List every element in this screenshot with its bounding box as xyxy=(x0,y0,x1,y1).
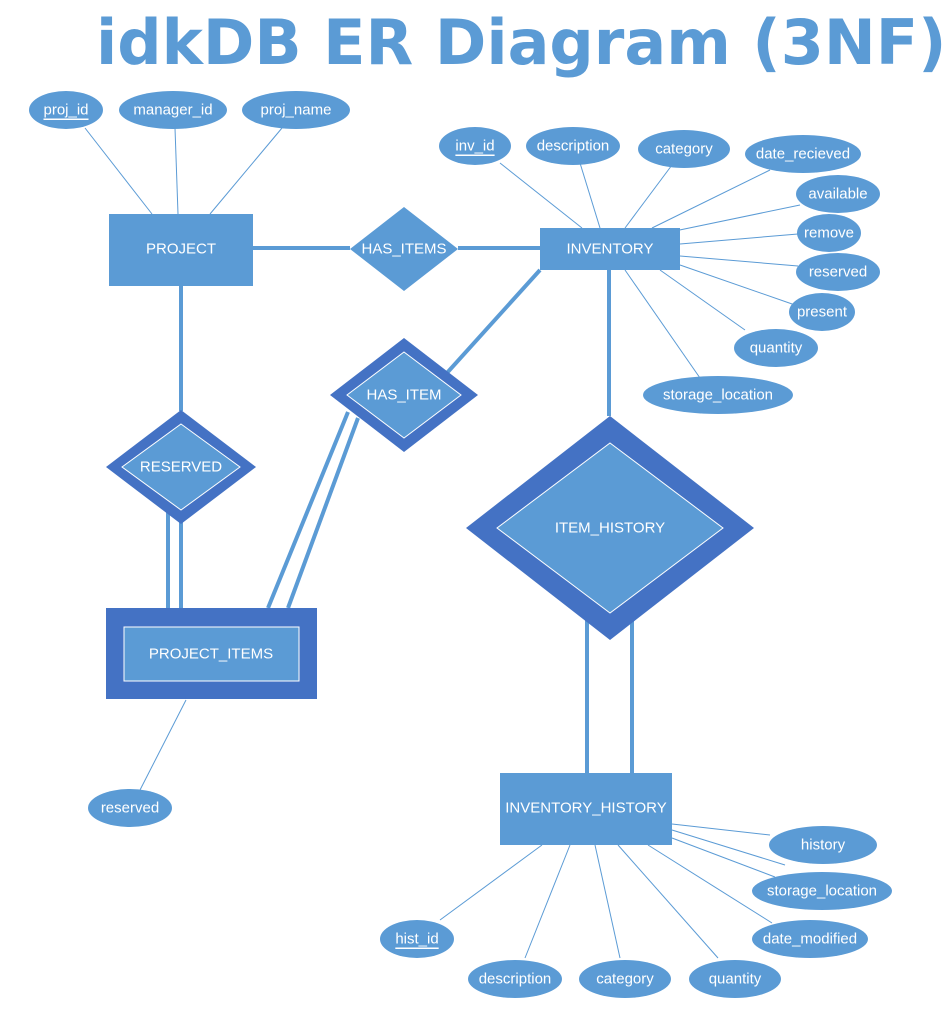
attribute-history-label: history xyxy=(801,837,846,854)
relationship-has-item-label: HAS_ITEM xyxy=(366,387,441,404)
attribute-inv-id-label: inv_id xyxy=(455,138,494,155)
attribute-proj-id-label: proj_id xyxy=(43,102,88,119)
relationship-reserved-label: RESERVED xyxy=(140,459,222,476)
attribute-hist-category-label: category xyxy=(596,971,654,988)
attribute-inv-quantity-label: quantity xyxy=(750,340,803,357)
relationship-lines xyxy=(166,246,634,774)
attribute-inv-id[interactable]: inv_id xyxy=(439,127,511,165)
attribute-date-modified-label: date_modified xyxy=(763,931,857,948)
entity-inventory-history-label: INVENTORY_HISTORY xyxy=(505,800,666,817)
attribute-hist-id[interactable]: hist_id xyxy=(380,920,454,958)
entity-inventory-history[interactable]: INVENTORY_HISTORY xyxy=(500,773,672,845)
attribute-present-label: present xyxy=(797,304,848,321)
attribute-hist-description[interactable]: description xyxy=(468,960,562,998)
attribute-inv-description[interactable]: description xyxy=(526,127,620,165)
attribute-inv-category-label: category xyxy=(655,141,713,158)
attribute-hist-description-label: description xyxy=(479,971,552,988)
attribute-hist-category[interactable]: category xyxy=(579,960,671,998)
attribute-pi-reserved[interactable]: reserved xyxy=(88,789,172,827)
attribute-available-label: available xyxy=(808,186,867,203)
attribute-pi-reserved-label: reserved xyxy=(101,800,159,817)
attribute-manager-id[interactable]: manager_id xyxy=(119,91,227,129)
er-diagram: PROJECT INVENTORY PROJECT_ITEMS INVENTOR… xyxy=(29,91,892,998)
attribute-lines xyxy=(84,127,801,959)
attribute-proj-name-label: proj_name xyxy=(261,102,332,119)
relationship-has-items-label: HAS_ITEMS xyxy=(361,241,446,258)
attribute-hist-id-label: hist_id xyxy=(395,931,438,948)
entity-project-label: PROJECT xyxy=(146,241,216,258)
attribute-remove[interactable]: remove xyxy=(797,214,861,252)
relationship-has-item[interactable]: HAS_ITEM xyxy=(330,338,478,452)
page-title: idkDB ER Diagram (3NF) xyxy=(96,6,946,79)
attribute-inv-reserved-label: reserved xyxy=(809,264,867,281)
entity-inventory-label: INVENTORY xyxy=(567,241,654,258)
attribute-inv-quantity[interactable]: quantity xyxy=(734,329,818,367)
entity-project-items-label: PROJECT_ITEMS xyxy=(149,646,273,663)
attribute-inv-category[interactable]: category xyxy=(638,130,730,168)
attribute-hist-quantity[interactable]: quantity xyxy=(689,960,781,998)
relationship-reserved[interactable]: RESERVED xyxy=(106,410,256,524)
attribute-inv-reserved[interactable]: reserved xyxy=(796,253,880,291)
relationship-has-items[interactable]: HAS_ITEMS xyxy=(350,207,458,291)
attribute-date-recieved[interactable]: date_recieved xyxy=(745,135,861,173)
entity-project-items[interactable]: PROJECT_ITEMS xyxy=(106,608,317,699)
attribute-proj-name[interactable]: proj_name xyxy=(242,91,350,129)
attribute-date-recieved-label: date_recieved xyxy=(756,146,850,163)
attribute-inv-storage-location[interactable]: storage_location xyxy=(643,376,793,414)
attribute-inv-description-label: description xyxy=(537,138,610,155)
attribute-available[interactable]: available xyxy=(796,175,880,213)
attribute-hist-storage-location[interactable]: storage_location xyxy=(752,872,892,910)
relationship-item-history[interactable]: ITEM_HISTORY xyxy=(466,416,754,640)
attribute-date-modified[interactable]: date_modified xyxy=(752,920,868,958)
entity-inventory[interactable]: INVENTORY xyxy=(540,228,680,270)
attribute-history[interactable]: history xyxy=(769,826,877,864)
attribute-manager-id-label: manager_id xyxy=(133,102,212,119)
attribute-remove-label: remove xyxy=(804,225,854,242)
attribute-proj-id[interactable]: proj_id xyxy=(29,91,103,129)
attribute-hist-storage-location-label: storage_location xyxy=(767,883,877,900)
entity-project[interactable]: PROJECT xyxy=(109,214,253,286)
attribute-hist-quantity-label: quantity xyxy=(709,971,762,988)
attribute-present[interactable]: present xyxy=(789,293,855,331)
attribute-inv-storage-location-label: storage_location xyxy=(663,387,773,404)
relationship-item-history-label: ITEM_HISTORY xyxy=(555,520,665,537)
